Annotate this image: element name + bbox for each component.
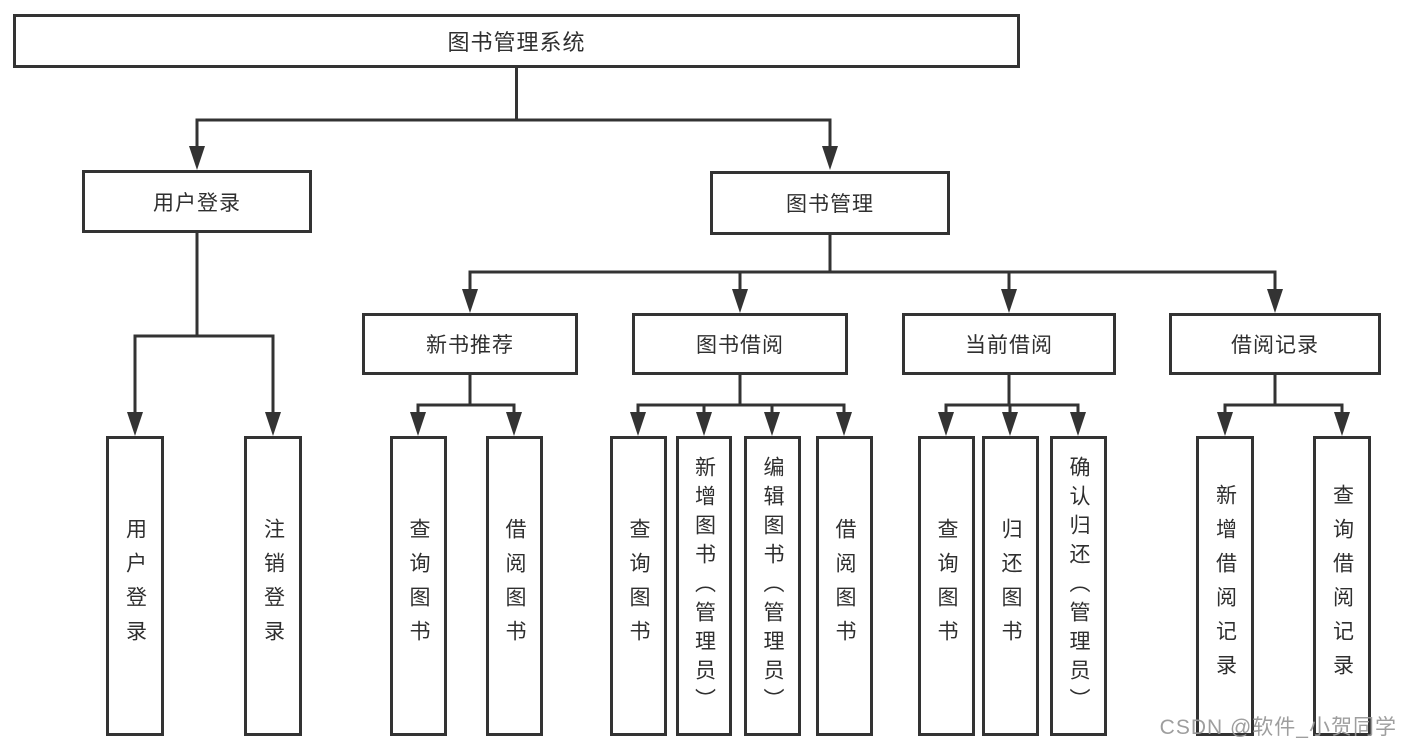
arrow-down-icon <box>1334 412 1350 436</box>
arrow-down-icon <box>938 412 954 436</box>
arrow-down-icon <box>189 146 205 170</box>
leaf-query-books: 查询图书 <box>918 436 975 736</box>
arrow-down-icon <box>1002 412 1018 436</box>
node-book-management: 图书管理 <box>710 171 950 235</box>
arrow-down-icon <box>836 412 852 436</box>
node-borrow-records: 借阅记录 <box>1169 313 1381 375</box>
arrow-down-icon <box>630 412 646 436</box>
watermark: CSDN @软件_小贺同学 <box>1159 716 1397 739</box>
connector-login-rail <box>133 334 275 416</box>
leaf-query-borrow-record: 查询借阅记录 <box>1313 436 1371 736</box>
arrow-down-icon <box>127 412 143 436</box>
leaf-borrow-books: 借阅图书 <box>816 436 873 736</box>
leaf-add-books-admin: 新增图书（管理员） <box>676 436 732 736</box>
arrow-down-icon <box>462 289 478 313</box>
arrow-down-icon <box>732 289 748 313</box>
arrow-down-icon <box>822 146 838 170</box>
arrow-down-icon <box>265 412 281 436</box>
leaf-add-borrow-record: 新增借阅记录 <box>1196 436 1254 736</box>
arrow-down-icon <box>1217 412 1233 436</box>
arrow-down-icon <box>764 412 780 436</box>
node-current-borrowing: 当前借阅 <box>902 313 1116 375</box>
arrowheads <box>127 146 1350 436</box>
leaf-return-books: 归还图书 <box>982 436 1039 736</box>
leaf-borrow-books: 借阅图书 <box>486 436 543 736</box>
node-root: 图书管理系统 <box>13 14 1020 68</box>
arrow-down-icon <box>1267 289 1283 313</box>
connector-records-rail <box>1223 403 1344 416</box>
leaf-confirm-return-admin: 确认归还（管理员） <box>1050 436 1107 736</box>
connector-current-rail <box>944 403 1080 416</box>
arrow-down-icon <box>506 412 522 436</box>
arrow-down-icon <box>1070 412 1086 436</box>
arrow-down-icon <box>1001 289 1017 313</box>
leaf-user-login: 用户登录 <box>106 436 164 736</box>
arrow-down-icon <box>410 412 426 436</box>
leaf-query-books: 查询图书 <box>610 436 667 736</box>
leaf-edit-books-admin: 编辑图书（管理员） <box>744 436 801 736</box>
connector-borrow-rail <box>636 403 846 416</box>
connector-level2-rail <box>195 118 832 150</box>
leaf-logout: 注销登录 <box>244 436 302 736</box>
leaf-query-books: 查询图书 <box>390 436 447 736</box>
node-book-borrowing: 图书借阅 <box>632 313 848 375</box>
connector-level3-rail <box>468 270 1277 293</box>
node-user-login: 用户登录 <box>82 170 312 233</box>
connector-newbook-rail <box>416 403 516 416</box>
node-new-book-recommend: 新书推荐 <box>362 313 578 375</box>
arrow-down-icon <box>696 412 712 436</box>
